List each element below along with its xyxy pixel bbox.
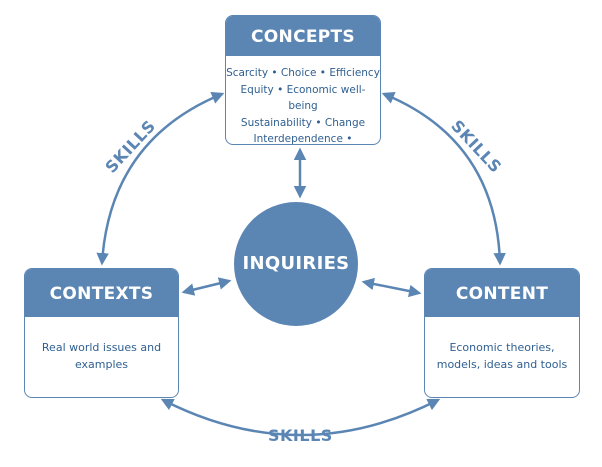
contexts-box: CONTEXTS Real world issues and examples — [24, 268, 179, 398]
concepts-box: CONCEPTS Scarcity • Choice • Efficiency … — [225, 15, 381, 145]
concepts-line: Sustainability • Change — [240, 116, 366, 129]
content-line: models, ideas and tools — [436, 358, 568, 371]
contexts-title: CONTEXTS — [25, 269, 178, 317]
concepts-title: CONCEPTS — [226, 16, 380, 56]
arc-concepts-contexts — [96, 92, 225, 266]
arrow-content-inquiries — [361, 277, 422, 298]
concepts-body: Scarcity • Choice • Efficiency Equity • … — [226, 56, 380, 145]
arrow-contexts-inquiries — [181, 277, 232, 296]
contexts-line: examples — [74, 358, 129, 371]
concepts-line: Interdependence • Intervention — [253, 133, 353, 145]
skills-label-bottom: SKILLS — [268, 426, 333, 445]
content-box: CONTENT Economic theories, models, ideas… — [424, 268, 580, 398]
content-title: CONTENT — [425, 269, 579, 317]
contexts-body: Real world issues and examples — [25, 317, 178, 373]
content-body: Economic theories, models, ideas and too… — [425, 317, 579, 373]
concepts-line: Scarcity • Choice • Efficiency — [226, 67, 380, 79]
concepts-line: Equity • Economic well-being — [240, 83, 366, 113]
arc-concepts-content — [381, 92, 506, 266]
contexts-line: Real world issues and — [41, 341, 162, 354]
content-line: Economic theories, — [449, 341, 555, 354]
inquiries-circle: INQUIRIES — [234, 202, 358, 326]
arc-contexts-content — [160, 398, 441, 437]
